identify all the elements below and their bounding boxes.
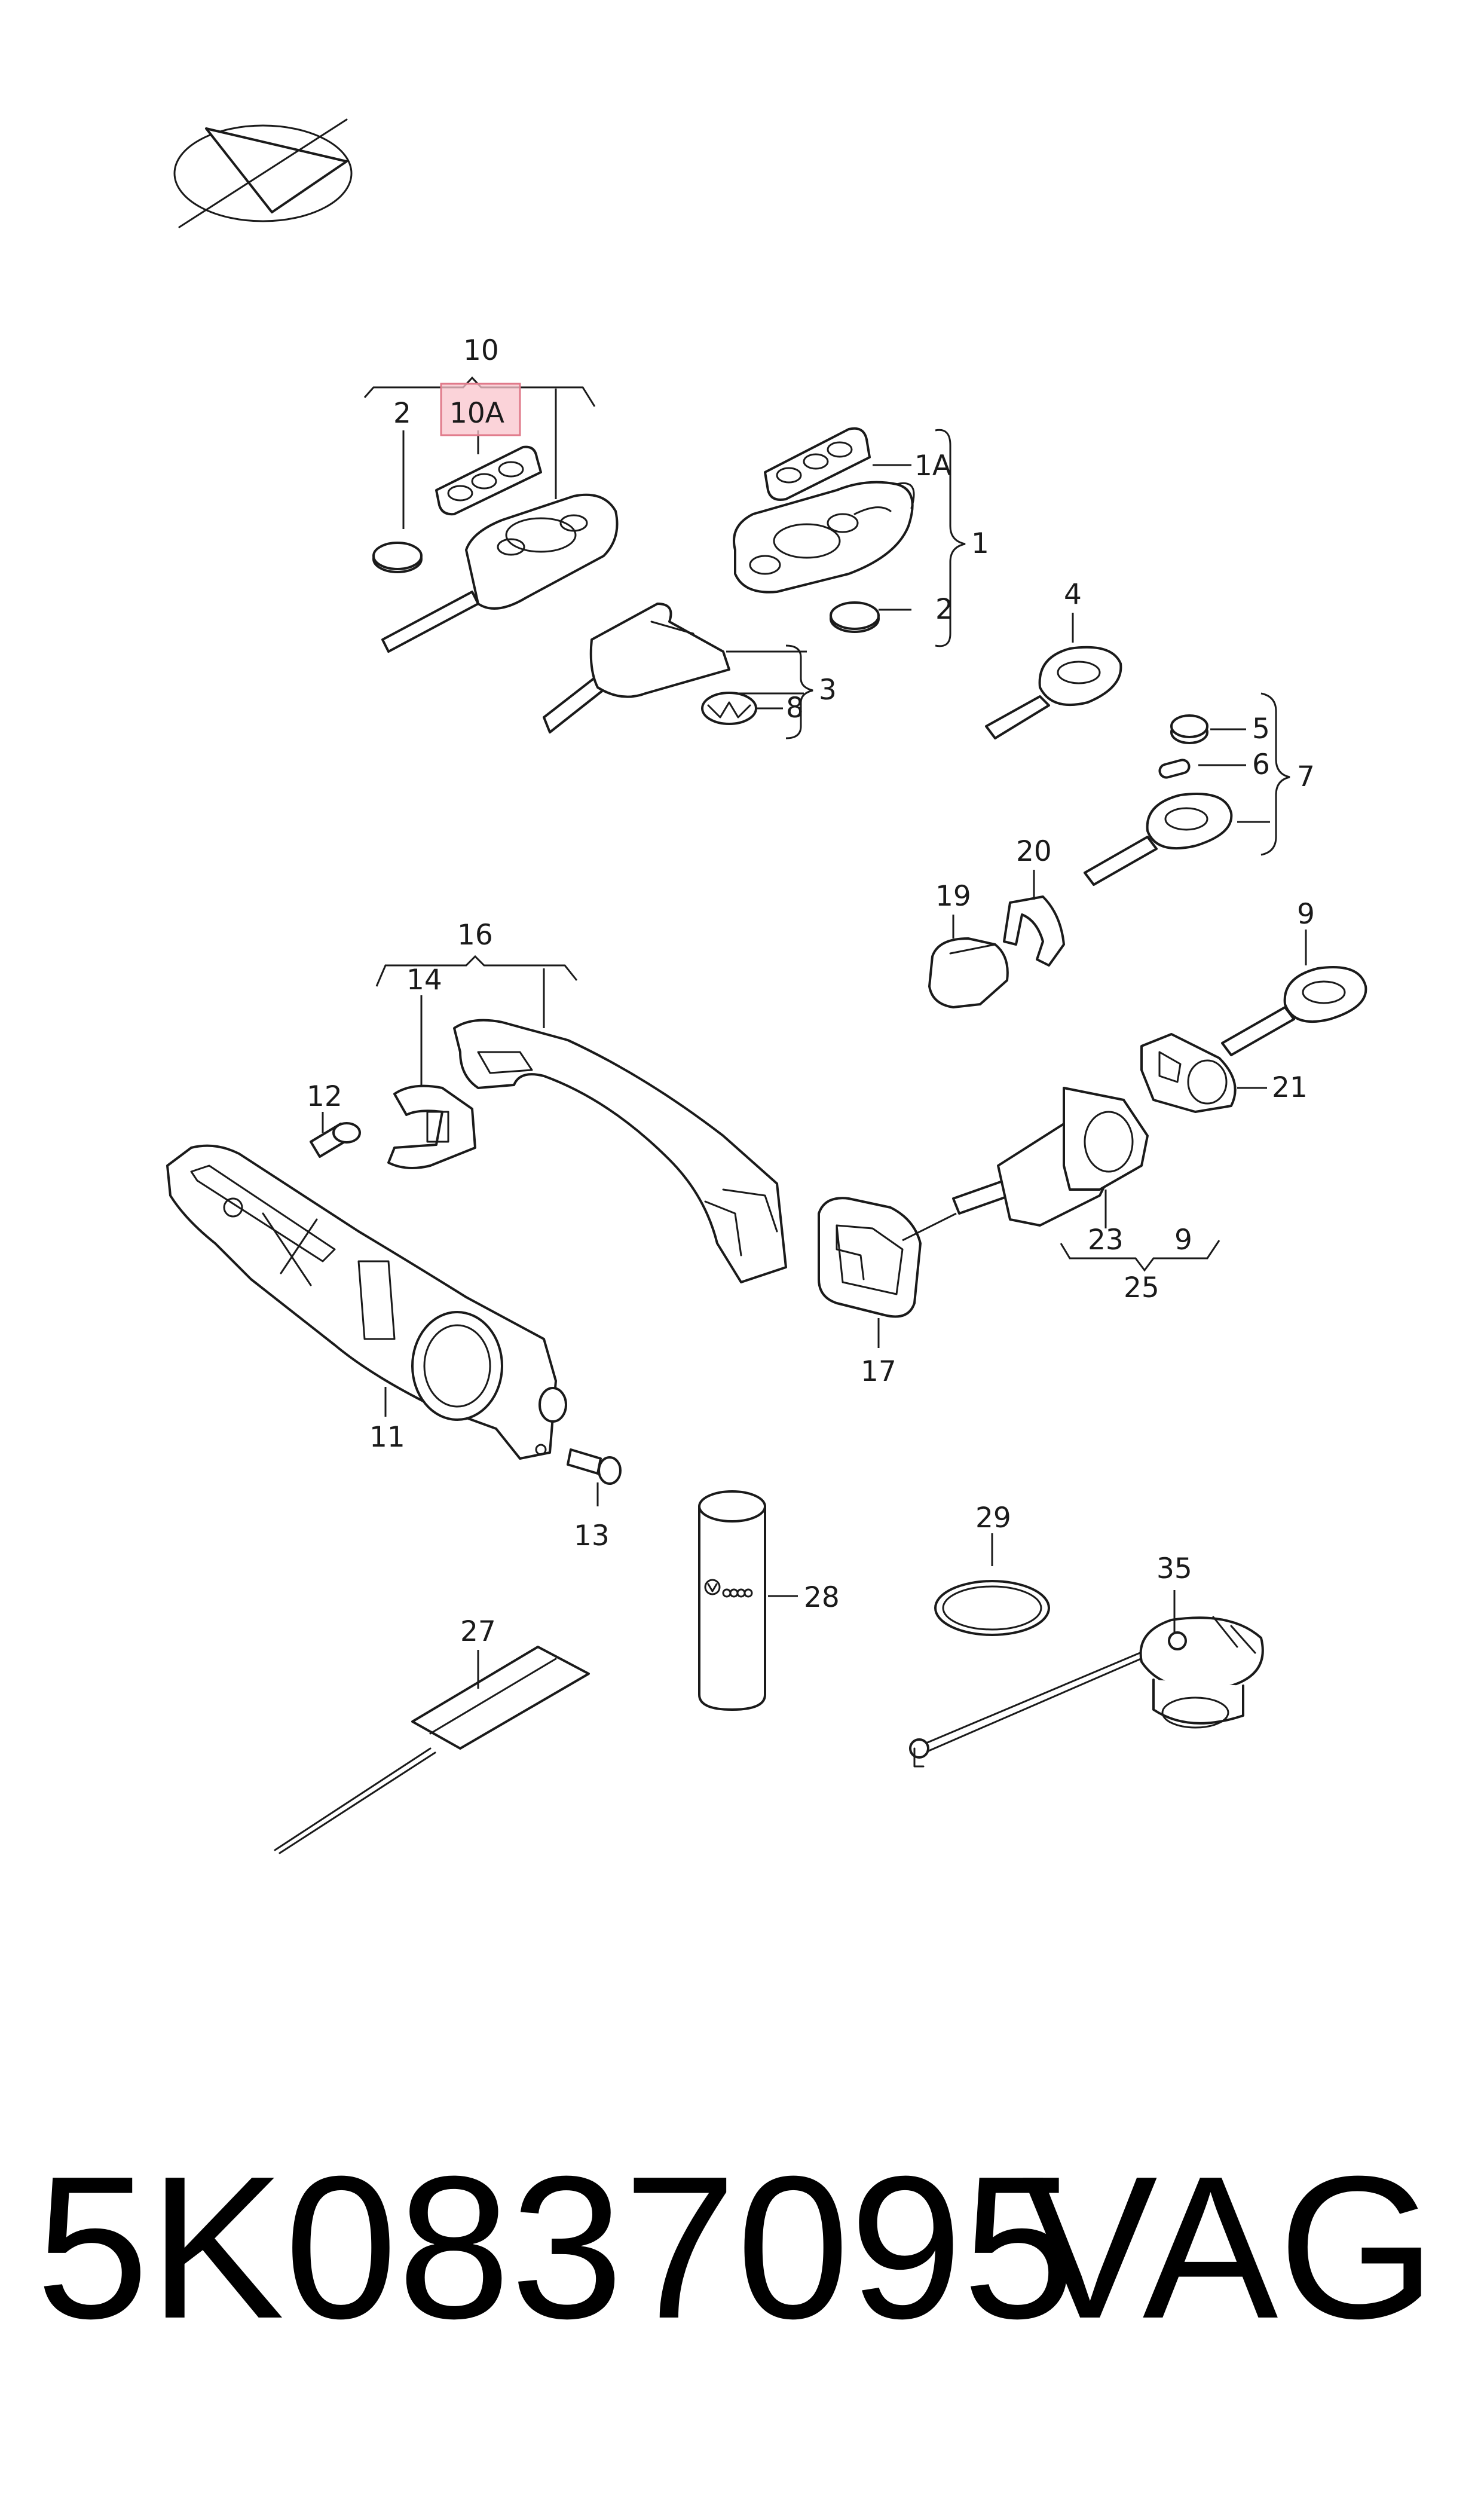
- door-handle-16: [453, 1019, 787, 1283]
- callout-12: 12: [307, 1080, 342, 1113]
- o-ring-29: [934, 1580, 1050, 1636]
- callout-13: 13: [574, 1520, 610, 1552]
- seal-14: [387, 1084, 476, 1169]
- button-pad-1a: [764, 427, 871, 501]
- brace-group-1: [935, 429, 966, 647]
- remote-key-housing: [733, 481, 915, 594]
- gasket-17: [818, 1197, 922, 1318]
- housing-21: [1140, 1033, 1237, 1113]
- group-bracket-16: [375, 955, 578, 987]
- callout-5: 5: [1252, 713, 1270, 745]
- part-number: 5K0837095: [36, 2134, 1076, 2361]
- callout-14: 14: [406, 964, 442, 996]
- callout-9a: 9: [1297, 898, 1315, 931]
- callout-19: 19: [935, 880, 971, 913]
- battery-5: [1170, 714, 1208, 744]
- callout-2a: 2: [393, 397, 411, 430]
- group-bracket-10: [363, 376, 596, 529]
- callout-10: 10: [463, 334, 499, 367]
- lock-cylinder-23: [952, 1087, 1149, 1227]
- highlight-box-10a: [440, 383, 521, 436]
- callout-1a: 1A: [914, 450, 951, 482]
- screw-13: [567, 1448, 622, 1485]
- paper-plane-compass-icon: [173, 118, 353, 228]
- callout-3: 3: [819, 674, 837, 707]
- callout-27: 27: [460, 1615, 496, 1648]
- transponder-6: [1158, 759, 1191, 779]
- callout-29: 29: [975, 1502, 1011, 1534]
- callout-28: 28: [804, 1581, 840, 1614]
- key-blade-3: [543, 603, 730, 733]
- button-pad-10a: [435, 445, 542, 516]
- callout-17: 17: [861, 1355, 896, 1388]
- brace-group-3: [785, 644, 813, 739]
- callout-20: 20: [1016, 835, 1052, 868]
- cap-19: [928, 937, 1009, 1008]
- key-9: [1221, 966, 1367, 1056]
- key-4: [985, 646, 1122, 739]
- battery-2a: [372, 542, 423, 573]
- screw-12: [310, 1122, 361, 1158]
- callout-21: 21: [1272, 1071, 1308, 1104]
- callout-7: 7: [1297, 760, 1315, 793]
- bracket-20: [1003, 895, 1065, 967]
- callout-23: 23: [1088, 1224, 1124, 1257]
- lubricant-cylinder-28: [698, 1490, 766, 1711]
- filler-cap-35: [909, 1616, 1264, 1768]
- battery-2b: [830, 601, 880, 633]
- callout-10a: 10A: [449, 397, 504, 430]
- brand-name: VAG: [1022, 2134, 1436, 2361]
- group-bracket-25: [1060, 1240, 1220, 1272]
- brace-group-7: [1260, 692, 1290, 856]
- callout-9b: 9: [1174, 1224, 1192, 1257]
- folding-remote-key: [381, 493, 619, 653]
- handle-carrier-11: [166, 1144, 567, 1460]
- callout-25: 25: [1124, 1271, 1159, 1304]
- callout-2b: 2: [935, 593, 953, 626]
- callout-11: 11: [369, 1421, 405, 1454]
- callout-4: 4: [1064, 578, 1082, 611]
- key-7: [1084, 793, 1233, 886]
- callout-35: 35: [1156, 1552, 1192, 1585]
- callout-16: 16: [457, 919, 493, 952]
- emblem-8: [701, 692, 757, 725]
- callout-1: 1: [971, 527, 989, 560]
- callout-8: 8: [786, 692, 804, 724]
- release-tool-27: [274, 1646, 590, 1854]
- callout-6: 6: [1252, 748, 1270, 781]
